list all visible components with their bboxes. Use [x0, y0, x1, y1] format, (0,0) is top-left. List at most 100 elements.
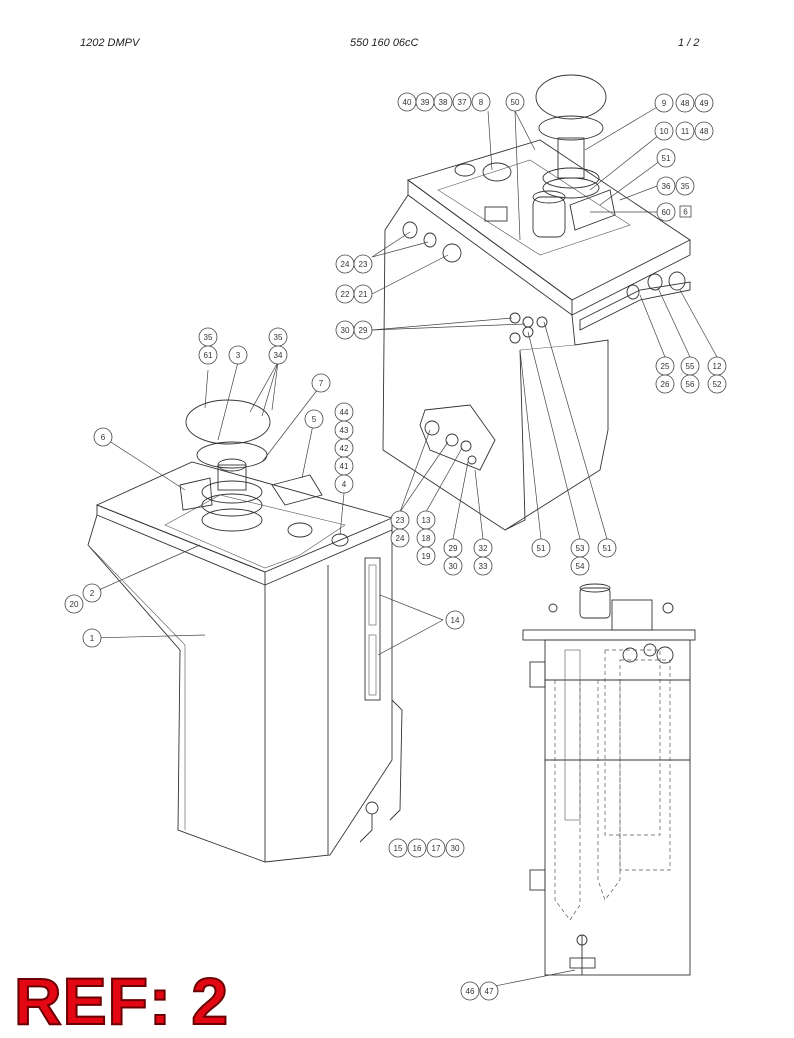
- callout-bubble: 29: [353, 320, 373, 340]
- callout-bubble: 38: [433, 92, 453, 112]
- callout-bubble: 43: [334, 420, 354, 440]
- callout-bubble: 34: [268, 345, 288, 365]
- callout-bubble: 48: [675, 93, 695, 113]
- svg-text:14: 14: [451, 616, 460, 625]
- callout-bubble: 35: [675, 176, 695, 196]
- svg-text:36: 36: [662, 182, 671, 191]
- svg-text:23: 23: [359, 260, 368, 269]
- svg-text:61: 61: [204, 351, 213, 360]
- svg-text:6: 6: [683, 208, 688, 217]
- callout-bubble: 30: [443, 556, 463, 576]
- svg-text:8: 8: [479, 98, 484, 107]
- svg-text:11: 11: [681, 127, 690, 136]
- svg-text:49: 49: [700, 99, 709, 108]
- callout-bubbles: 40 39 38 37 8 50 9 48 49 10 11 48 51 36 …: [64, 92, 727, 1001]
- callout-bubble: 39: [415, 92, 435, 112]
- callout-bubble: 42: [334, 438, 354, 458]
- callout-bubble: 33: [473, 556, 493, 576]
- svg-text:32: 32: [479, 544, 488, 553]
- svg-text:52: 52: [713, 380, 722, 389]
- svg-text:20: 20: [70, 600, 79, 609]
- callout-bubble: 51: [597, 538, 617, 558]
- svg-text:55: 55: [686, 362, 695, 371]
- callout-bubble: 10: [654, 121, 674, 141]
- callout-bubble: 22: [335, 284, 355, 304]
- callout-bubble: 61: [198, 345, 218, 365]
- svg-text:10: 10: [660, 127, 669, 136]
- svg-text:2: 2: [90, 589, 95, 598]
- callout-bubble: 47: [479, 981, 499, 1001]
- svg-text:33: 33: [479, 562, 488, 571]
- callout-bubble: 3: [228, 345, 248, 365]
- callout-bubble: 49: [694, 93, 714, 113]
- svg-text:38: 38: [439, 98, 448, 107]
- svg-text:22: 22: [341, 290, 350, 299]
- svg-text:51: 51: [537, 544, 546, 553]
- svg-text:35: 35: [204, 333, 213, 342]
- callout-bubble: 51: [531, 538, 551, 558]
- callout-bubble: 1: [82, 628, 102, 648]
- svg-text:37: 37: [458, 98, 467, 107]
- svg-text:24: 24: [396, 534, 405, 543]
- callout-bubble: 55: [680, 356, 700, 376]
- svg-text:6: 6: [101, 433, 106, 442]
- callout-bubble: 20: [64, 594, 84, 614]
- svg-text:43: 43: [340, 426, 349, 435]
- svg-text:47: 47: [485, 987, 494, 996]
- callout-bubble: 30: [445, 838, 465, 858]
- svg-text:12: 12: [713, 362, 722, 371]
- header-document-code: 1202 DMPV: [80, 37, 140, 49]
- svg-text:9: 9: [662, 99, 667, 108]
- svg-text:16: 16: [413, 844, 422, 853]
- callout-bubble: 24: [335, 254, 355, 274]
- callout-bubble: 41: [334, 456, 354, 476]
- callout-bubble: 60: [656, 202, 676, 222]
- svg-text:34: 34: [274, 351, 283, 360]
- callout-bubble: 37: [452, 92, 472, 112]
- svg-text:60: 60: [662, 208, 671, 217]
- callout-bubble: 54: [570, 556, 590, 576]
- boxed-label: 6: [679, 205, 692, 218]
- callout-bubble: 52: [707, 374, 727, 394]
- side-view-assembly: [522, 583, 696, 976]
- callout-bubble: 44: [334, 402, 354, 422]
- svg-text:44: 44: [340, 408, 349, 417]
- callout-bubble: 17: [426, 838, 446, 858]
- svg-text:18: 18: [422, 534, 431, 543]
- callout-bubble: 36: [656, 176, 676, 196]
- callout-bubble: 23: [353, 254, 373, 274]
- svg-text:40: 40: [403, 98, 412, 107]
- callout-bubble: 16: [407, 838, 427, 858]
- svg-text:48: 48: [681, 99, 690, 108]
- callout-bubble: 50: [505, 92, 525, 112]
- svg-text:30: 30: [449, 562, 458, 571]
- callout-bubble: 23: [390, 510, 410, 530]
- main-tank-assembly: [87, 399, 403, 863]
- leader-lines: [91, 102, 718, 992]
- callout-bubble: 15: [388, 838, 408, 858]
- ref-stamp: REF: 2: [13, 964, 230, 1038]
- callout-bubble: 26: [655, 374, 675, 394]
- svg-text:30: 30: [451, 844, 460, 853]
- callout-bubble: 6: [93, 427, 113, 447]
- callout-bubble: 24: [390, 528, 410, 548]
- callout-bubble: 14: [445, 610, 465, 630]
- svg-text:54: 54: [576, 562, 585, 571]
- header-part-number: 550 160 06cC: [350, 37, 419, 49]
- svg-text:15: 15: [394, 844, 403, 853]
- callout-bubble: 46: [460, 981, 480, 1001]
- svg-text:46: 46: [466, 987, 475, 996]
- callout-bubble: 4: [334, 474, 354, 494]
- svg-text:48: 48: [700, 127, 709, 136]
- callout-bubble: 32: [473, 538, 493, 558]
- svg-text:7: 7: [319, 379, 324, 388]
- callout-bubble: 8: [471, 92, 491, 112]
- svg-text:29: 29: [359, 326, 368, 335]
- callout-bubble: 40: [397, 92, 417, 112]
- svg-text:35: 35: [681, 182, 690, 191]
- callout-bubble: 51: [656, 148, 676, 168]
- callout-bubble: 25: [655, 356, 675, 376]
- svg-text:50: 50: [511, 98, 520, 107]
- callout-bubble: 7: [311, 373, 331, 393]
- svg-text:30: 30: [341, 326, 350, 335]
